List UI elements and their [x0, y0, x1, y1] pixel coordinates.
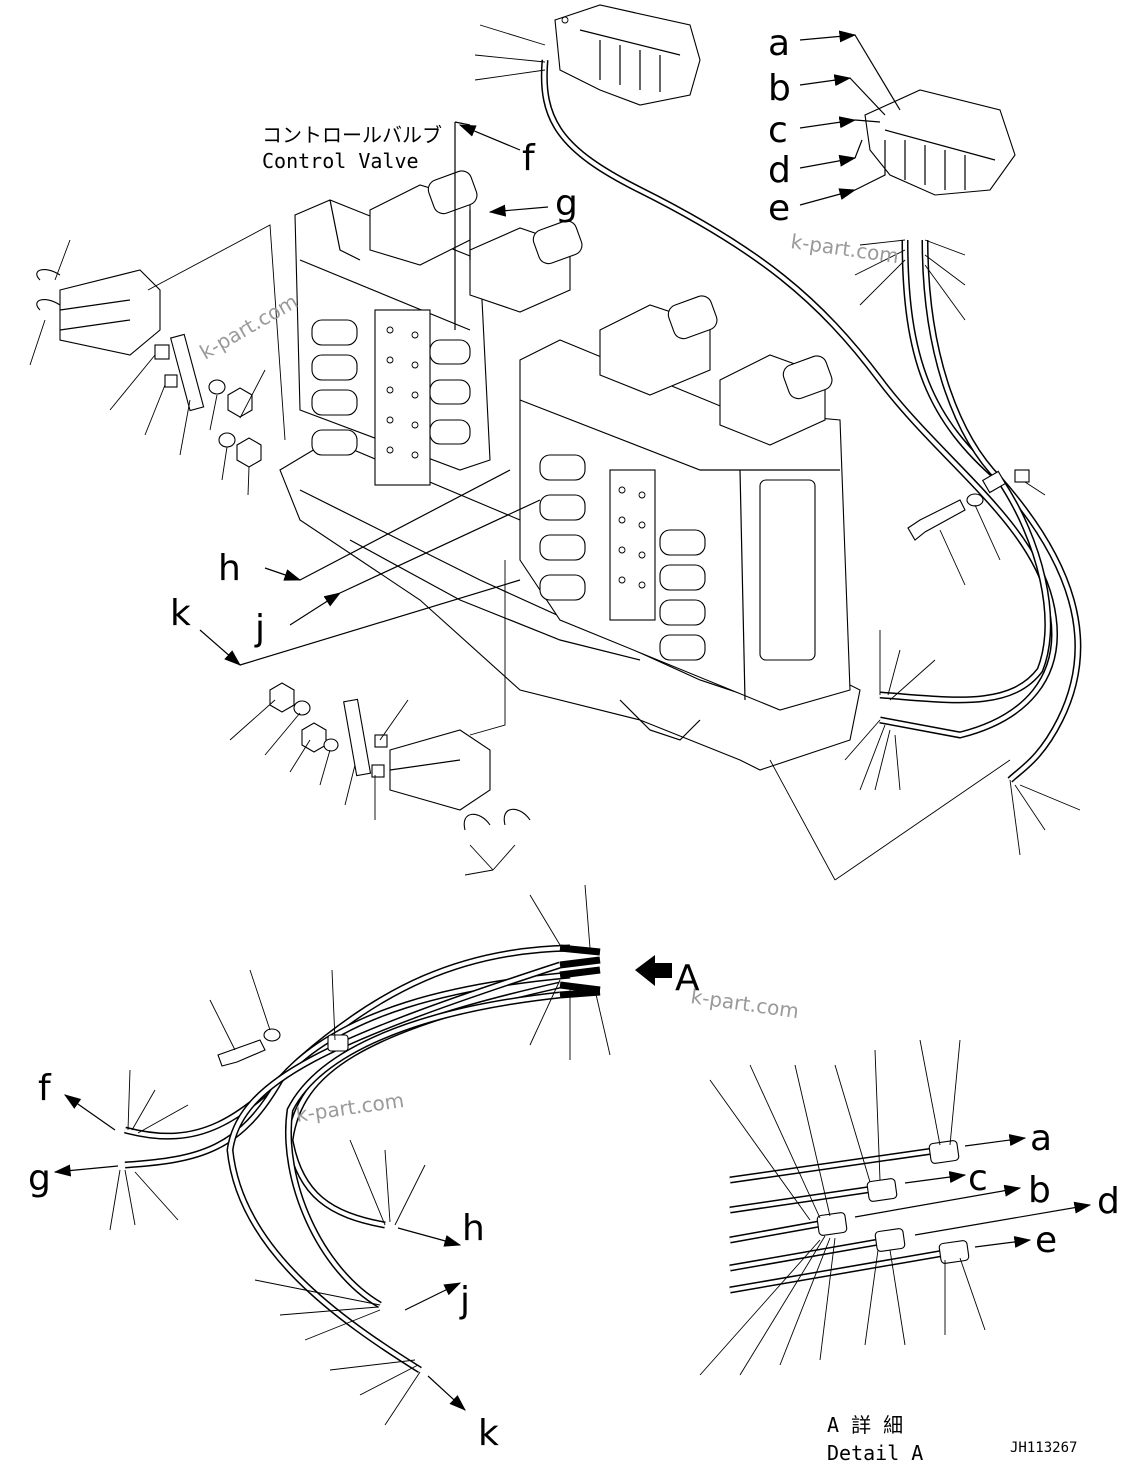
lower-hose-harness [124, 944, 601, 1373]
callout-h-lower: h [462, 1208, 485, 1249]
callout-k-lower: k [478, 1413, 499, 1454]
pilot-valve-right [864, 89, 1016, 196]
callout-b: b [768, 68, 791, 109]
callout-j-lower: j [459, 1280, 470, 1321]
callout-f-lower: f [38, 1068, 52, 1109]
detail-callout-c: c [968, 1158, 988, 1199]
clamp-set-upper [36, 269, 262, 468]
drawing-code: JH113267 [1010, 1440, 1077, 1456]
detail-caption-jp: A 詳 細 [827, 1413, 903, 1437]
view-a-arrow [635, 955, 672, 986]
callout-arrows [53, 30, 1092, 1411]
callout-h-upper: h [218, 548, 241, 589]
view-a-label: A [675, 958, 700, 999]
watermark-2: k-part.com [196, 289, 302, 364]
callout-f-upper: f [522, 138, 536, 179]
callout-g-lower: g [28, 1158, 51, 1199]
title-jp: コントロールバルブ [262, 123, 442, 147]
detail-a-hoses [729, 1140, 970, 1294]
detail-callout-b: b [1028, 1170, 1051, 1211]
callout-a: a [768, 23, 790, 64]
callout-k-upper: k [170, 593, 191, 634]
watermark-3: k-part.com [689, 984, 800, 1023]
upper-hoses [540, 59, 1082, 783]
assembly-leaders [147, 224, 1011, 881]
callout-j-upper: j [254, 608, 265, 649]
callout-c: c [768, 110, 788, 151]
title-en: Control Valve [262, 149, 419, 173]
callout-d: d [768, 150, 791, 191]
control-valve-assembly [279, 121, 861, 771]
detail-callout-a: a [1030, 1118, 1052, 1159]
callout-g-upper: g [555, 183, 578, 224]
clamp-set-lower [269, 682, 531, 831]
watermark-1: k-part.com [789, 229, 900, 268]
detail-callout-e: e [1035, 1220, 1057, 1261]
callout-e: e [768, 188, 790, 229]
pilot-valve-top [554, 4, 701, 106]
part-leader-lines [29, 24, 1081, 1426]
detail-caption-en: Detail A [827, 1441, 923, 1465]
detail-callout-d: d [1097, 1181, 1120, 1222]
